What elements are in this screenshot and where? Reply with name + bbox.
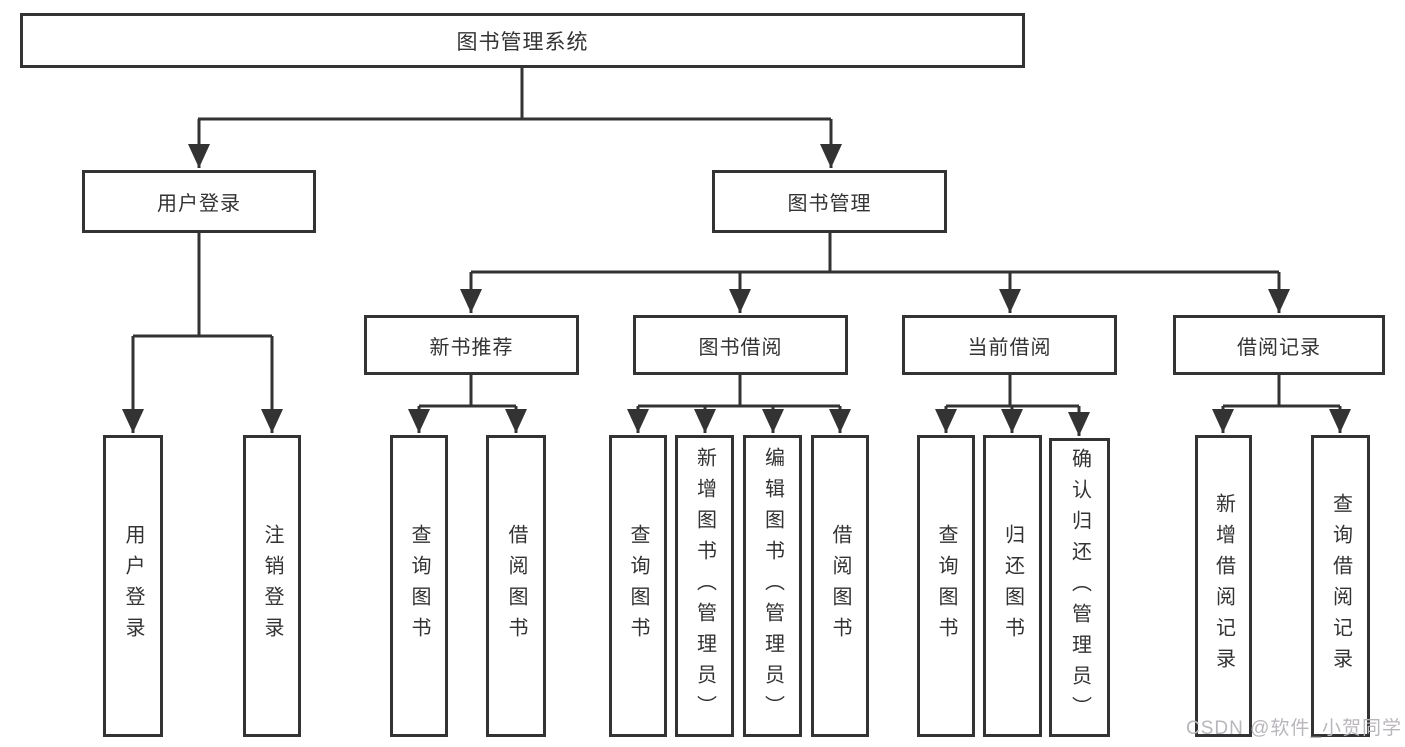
node-label: 当前借阅 <box>967 336 1052 359</box>
node-label: 借阅记录 <box>1237 336 1321 359</box>
node-new-book-recommend: 新书推荐 <box>364 315 579 375</box>
node-label: 用户登录 <box>157 193 241 215</box>
leaf-borrow-books-1: 借阅图书 <box>486 435 546 737</box>
node-label: 借阅图书 <box>505 524 527 648</box>
leaf-query-books-2: 查询图书 <box>609 435 667 737</box>
node-label: 确认归还（管理员） <box>1068 448 1091 727</box>
leaf-query-borrow-record: 查询借阅记录 <box>1311 435 1370 737</box>
node-label: 用户登录 <box>122 524 144 648</box>
node-label: 图书管理 <box>787 193 872 215</box>
arrow-down-icons <box>122 119 1351 436</box>
leaf-query-books-1: 查询图书 <box>390 435 448 737</box>
node-book-management: 图书管理 <box>712 170 947 233</box>
node-label: 图书管理系统 <box>456 30 589 54</box>
node-label: 新书推荐 <box>429 336 514 359</box>
connector-lines <box>133 68 1340 408</box>
node-label: 新增借阅记录 <box>1212 493 1235 679</box>
node-current-borrow: 当前借阅 <box>902 315 1117 375</box>
leaf-edit-book-admin: 编辑图书（管理员） <box>743 435 802 737</box>
node-library-system: 图书管理系统 <box>20 13 1025 68</box>
leaf-borrow-books-2: 借阅图书 <box>811 435 869 737</box>
node-label: 查询图书 <box>408 524 430 648</box>
leaf-return-book: 归还图书 <box>983 435 1042 737</box>
leaf-user-login: 用户登录 <box>103 435 163 737</box>
node-label: 注销登录 <box>261 524 283 648</box>
node-label: 编辑图书（管理员） <box>761 446 784 726</box>
node-label: 新增图书（管理员） <box>693 446 716 726</box>
node-label: 查询图书 <box>935 524 957 648</box>
leaf-confirm-return-admin: 确认归还（管理员） <box>1049 438 1110 737</box>
node-label: 图书借阅 <box>698 336 783 359</box>
leaf-add-borrow-record: 新增借阅记录 <box>1195 435 1252 737</box>
node-book-borrow: 图书借阅 <box>633 315 848 375</box>
node-label: 查询借阅记录 <box>1329 493 1352 679</box>
node-label: 查询图书 <box>627 524 649 648</box>
node-label: 归还图书 <box>1001 524 1024 648</box>
node-user-login: 用户登录 <box>82 170 316 233</box>
node-borrow-records: 借阅记录 <box>1173 315 1385 375</box>
leaf-add-book-admin: 新增图书（管理员） <box>675 435 734 737</box>
leaf-query-books-3: 查询图书 <box>917 435 975 737</box>
node-label: 借阅图书 <box>829 524 851 648</box>
leaf-logout: 注销登录 <box>243 435 301 737</box>
